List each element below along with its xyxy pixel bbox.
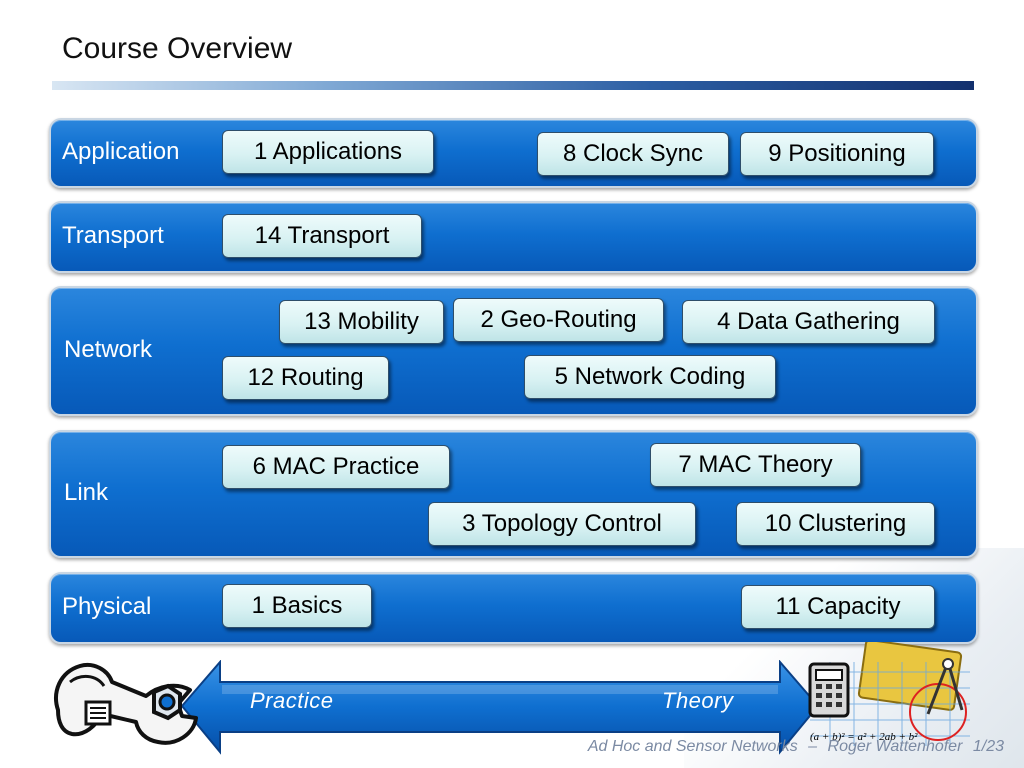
title-underline-bar — [52, 81, 974, 90]
topic-box-clustering[interactable]: 10 Clustering — [736, 502, 935, 546]
footer-separator: – — [808, 738, 818, 755]
layer-label-link: Link — [64, 479, 109, 506]
topic-box-transport[interactable]: 14 Transport — [222, 214, 422, 258]
topic-box-data-gathering[interactable]: 4 Data Gathering — [682, 300, 935, 344]
layer-label-physical: Physical — [62, 593, 152, 620]
double-arrow-icon — [180, 659, 820, 755]
topic-box-network-coding[interactable]: 5 Network Coding — [524, 355, 776, 399]
topic-box-routing[interactable]: 12 Routing — [222, 356, 389, 400]
topic-box-applications[interactable]: 1 Applications — [222, 130, 434, 174]
footer-author: Roger Wattenhofer — [827, 738, 963, 755]
page-number: 1/23 — [972, 738, 1004, 755]
footer-course: Ad Hoc and Sensor Networks — [587, 738, 798, 755]
topic-box-basics[interactable]: 1 Basics — [222, 584, 372, 628]
formula-text: (a + b)² = a² + 2ab + b² — [810, 731, 918, 743]
topic-box-clock-sync[interactable]: 8 Clock Sync — [537, 132, 729, 176]
topic-box-mobility[interactable]: 13 Mobility — [279, 300, 444, 344]
practice-label: Practice — [250, 688, 334, 713]
topic-box-geo-routing[interactable]: 2 Geo-Routing — [453, 298, 664, 342]
topic-box-mac-practice[interactable]: 6 MAC Practice — [222, 445, 450, 489]
layer-label-application: Application — [62, 138, 180, 165]
layer-band-transport — [49, 201, 978, 273]
slide-footer: Ad Hoc and Sensor Networks – Roger Watte… — [582, 738, 1004, 756]
theory-label: Theory — [662, 688, 734, 713]
layer-label-transport: Transport — [62, 222, 164, 249]
topic-box-topology-control[interactable]: 3 Topology Control — [428, 502, 696, 546]
practice-theory-arrow: Practice Theory — [180, 659, 820, 756]
math-clipart-icon — [800, 639, 980, 752]
page-title: Course Overview — [62, 32, 293, 65]
topic-box-mac-theory[interactable]: 7 MAC Theory — [650, 443, 861, 487]
layer-label-network: Network — [64, 336, 153, 363]
topic-box-positioning[interactable]: 9 Positioning — [740, 132, 934, 176]
wrench-icon — [50, 652, 220, 752]
topic-box-capacity[interactable]: 11 Capacity — [741, 585, 935, 629]
